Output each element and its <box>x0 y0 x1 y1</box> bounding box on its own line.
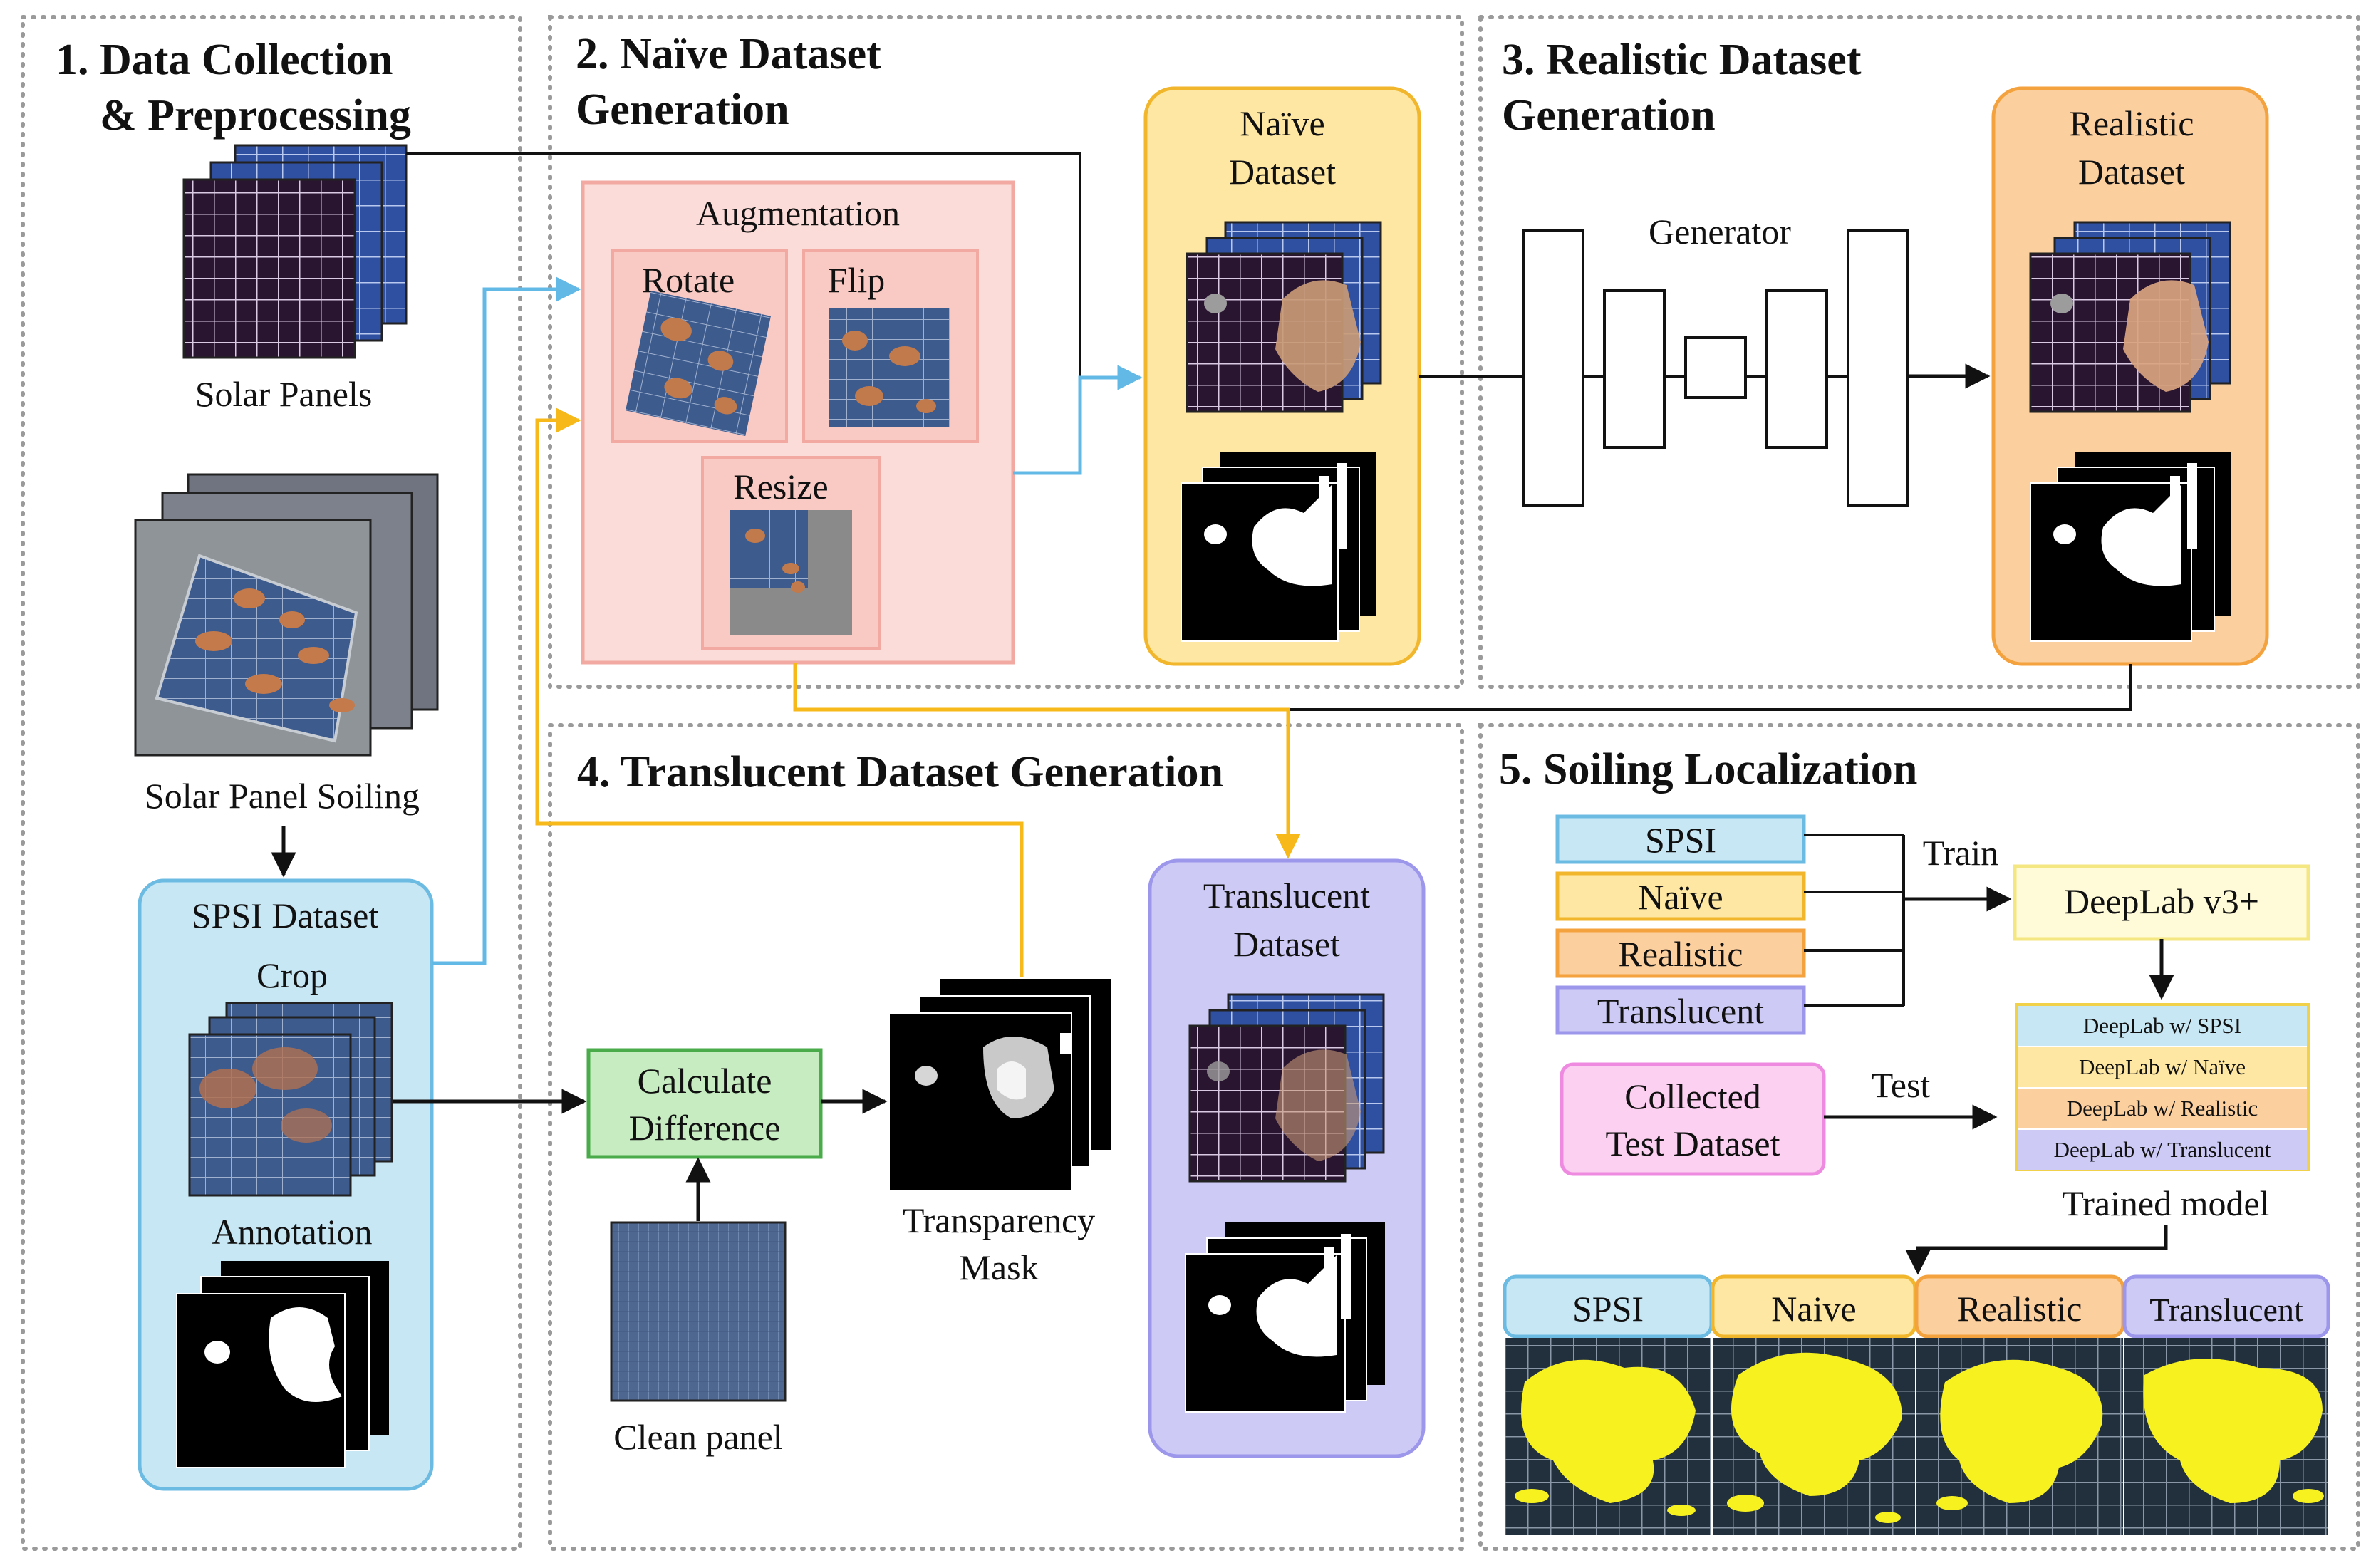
arrow-mask-to-augmentation <box>535 407 1024 977</box>
section-3-title-line1: 3. Realistic Dataset <box>1502 36 1862 84</box>
train-dataset-list: SPSI Naïve Realistic Translucent <box>1555 814 1806 1035</box>
trained-model-stack: DeepLab w/ SPSI DeepLab w/ Naïve DeepLab… <box>2015 1003 2310 1171</box>
naive-dataset-label-line2: Dataset <box>1229 152 1336 192</box>
model-translucent-label: DeepLab w/ Translucent <box>2054 1137 2271 1162</box>
arrow-augmentation-to-naive <box>1013 365 1143 475</box>
generator-network <box>1522 229 1909 507</box>
model-naive[interactable] <box>2018 1047 2307 1087</box>
result-tab-naive-label: Naive <box>1771 1289 1856 1329</box>
result-tab-translucent[interactable] <box>2122 1274 2330 1339</box>
train-label: Train <box>1923 833 1999 873</box>
solar-panels-stack <box>182 144 408 359</box>
train-dataset-spsi-label: SPSI <box>1645 820 1716 860</box>
translucent-image-stack <box>1188 993 1385 1183</box>
naive-mask-stack <box>1181 452 1376 642</box>
test-label: Test <box>1872 1065 1931 1105</box>
spsi-dataset-title: SPSI Dataset <box>192 895 379 935</box>
section-5-title: 5. Soiling Localization <box>1499 745 1917 794</box>
soiling-photo-stack <box>134 473 439 757</box>
frame-soiling-localization <box>1478 723 2360 1551</box>
collected-test-dataset-line2: Test Dataset <box>1605 1123 1780 1163</box>
model-realistic-label: DeepLab w/ Realistic <box>2067 1096 2258 1121</box>
section-1-title-line1: 1. Data Collection <box>56 36 393 84</box>
calculate-difference-line1: Calculate <box>638 1061 772 1101</box>
translucent-mask-stack <box>1185 1222 1385 1413</box>
rotated-panel-image <box>625 290 772 437</box>
naive-image-stack <box>1186 221 1382 413</box>
result-image-realistic <box>1916 1338 2123 1535</box>
augmentation-label: Augmentation <box>696 193 900 233</box>
resize-label: Resize <box>733 467 828 507</box>
frame-naive-generation <box>548 15 1464 689</box>
generator-layer-1 <box>1522 229 1584 507</box>
realistic-mask-stack <box>2030 452 2231 642</box>
section-4-title: 4. Translucent Dataset Generation <box>577 748 1223 796</box>
train-dataset-realistic[interactable] <box>1555 928 1806 978</box>
section-frames <box>21 15 2360 1551</box>
generator-layer-4 <box>1765 289 1828 449</box>
annotation-mask-stack <box>176 1261 389 1468</box>
section-2-title-line1: 2. Naïve Dataset <box>576 30 881 78</box>
model-spsi-label: DeepLab w/ SPSI <box>2083 1013 2241 1038</box>
result-image-naive <box>1713 1338 1915 1535</box>
translucent-dataset-label-line2: Dataset <box>1233 924 1340 964</box>
generator-layer-3 <box>1684 336 1747 399</box>
result-tab-realistic-label: Realistic <box>1958 1289 2082 1329</box>
train-dataset-naive[interactable] <box>1555 871 1806 921</box>
calculate-difference-line2: Difference <box>629 1108 781 1148</box>
train-dataset-spsi[interactable] <box>1555 814 1806 864</box>
section-3-title-line2: Generation <box>1502 91 1716 140</box>
result-tab-translucent-label: Translucent <box>2149 1292 2303 1328</box>
calculate-difference-box[interactable] <box>586 1048 823 1159</box>
generator-label: Generator <box>1649 212 1791 251</box>
result-tab-spsi-label: SPSI <box>1572 1289 1644 1329</box>
clean-panel-label: Clean panel <box>613 1417 782 1457</box>
deeplab-box[interactable] <box>2013 864 2310 941</box>
soiling-label: Solar Panel Soiling <box>145 776 420 816</box>
flipped-panel-image <box>829 308 950 427</box>
generator-layer-5 <box>1847 229 1909 507</box>
frame-data-collection <box>21 15 522 1551</box>
arrow-trained-to-results <box>1905 1225 2168 1275</box>
train-connector <box>1804 834 1905 1007</box>
arrow-augmentation-to-translucent <box>793 663 1301 859</box>
frame-realistic-generation <box>1478 15 2360 689</box>
section-1-title-line2: & Preprocessing <box>100 91 411 140</box>
crop-image-stack <box>188 1002 393 1197</box>
realistic-dataset-label-line2: Dataset <box>2078 152 2185 192</box>
train-dataset-translucent[interactable] <box>1555 985 1806 1035</box>
annotation-label: Annotation <box>212 1212 373 1252</box>
model-spsi[interactable] <box>2018 1006 2307 1046</box>
arrow-spsi-to-augmentation <box>432 276 581 965</box>
model-naive-label: DeepLab w/ Naïve <box>2079 1054 2246 1079</box>
result-image-spsi <box>1505 1338 1711 1535</box>
section-2-title-line2: Generation <box>576 85 789 134</box>
translucent-dataset-label-line1: Translucent <box>1203 876 1370 915</box>
section-titles: 1. Data Collection & Preprocessing 2. Na… <box>56 30 1917 796</box>
crop-label: Crop <box>256 955 328 995</box>
model-realistic[interactable] <box>2018 1089 2307 1128</box>
train-dataset-naive-label: Naïve <box>1638 877 1723 917</box>
deeplab-label: DeepLab v3+ <box>2064 881 2259 921</box>
collected-test-dataset-line1: Collected <box>1624 1076 1761 1116</box>
result-image-translucent <box>2124 1338 2328 1535</box>
model-translucent[interactable] <box>2018 1130 2307 1170</box>
flip-label: Flip <box>828 260 886 300</box>
realistic-image-stack <box>2029 221 2231 413</box>
solar-panels-label: Solar Panels <box>195 374 373 414</box>
resized-panel-image <box>730 510 852 635</box>
train-dataset-realistic-label: Realistic <box>1619 934 1743 974</box>
transparency-mask-stack <box>888 979 1111 1192</box>
results-row: SPSI Naive Realistic Translucent <box>1503 1274 2330 1535</box>
collected-test-dataset-box[interactable] <box>1560 1062 1826 1176</box>
train-dataset-translucent-label: Translucent <box>1597 991 1764 1031</box>
transparency-mask-label-line1: Transparency <box>903 1200 1095 1240</box>
naive-dataset-label-line1: Naïve <box>1240 103 1324 143</box>
generator-layer-2 <box>1603 289 1666 449</box>
transparency-mask-label-line2: Mask <box>959 1247 1038 1287</box>
trained-model-label: Trained model <box>2062 1183 2269 1223</box>
realistic-dataset-label-line1: Realistic <box>2070 103 2194 143</box>
clean-panel-image <box>610 1221 787 1402</box>
